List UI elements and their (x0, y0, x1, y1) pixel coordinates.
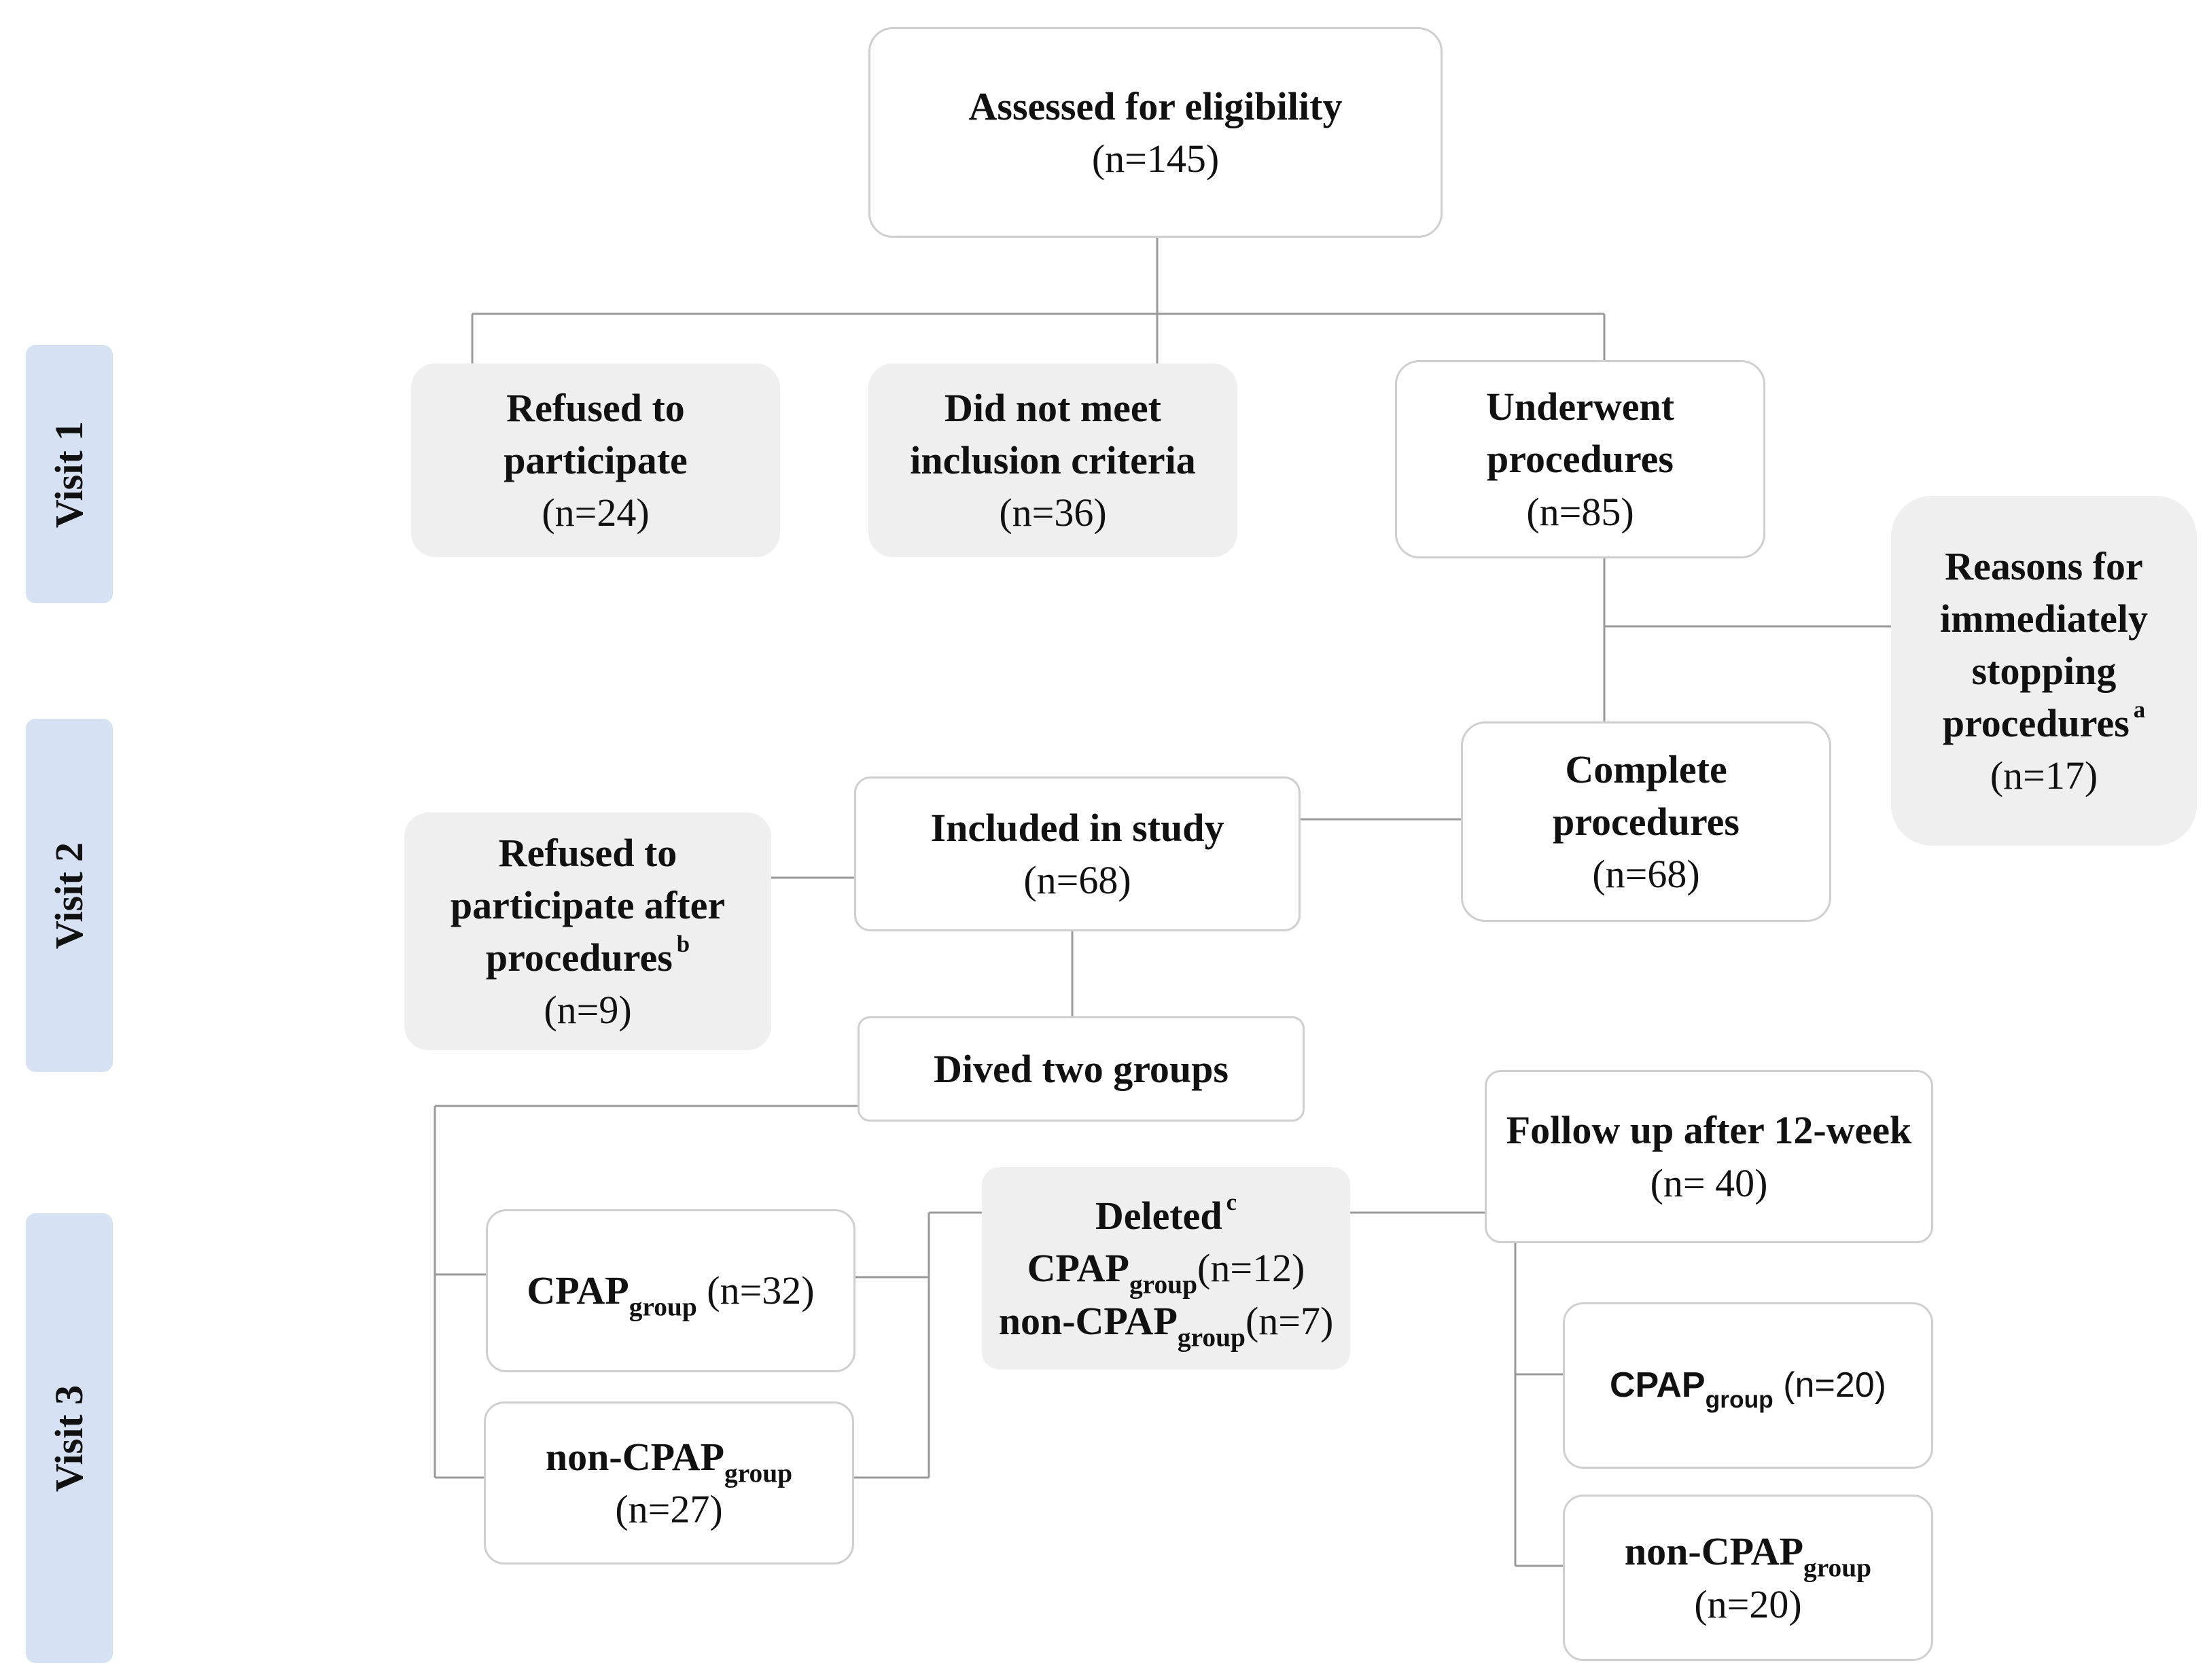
noncpap-group-box: non-CPAPgroup (n=27) (484, 1401, 854, 1565)
underwent-count: (n=85) (1526, 489, 1634, 534)
refused-title-2: participate (504, 437, 688, 482)
visit-1-label: Visit 1 (47, 421, 92, 528)
cpap-followup-label: CPAPgroup (n=20) (1610, 1365, 1886, 1413)
assessed-count: (n=145) (1091, 137, 1220, 181)
reasons-box: Reasons for immediately stopping procedu… (1891, 496, 2197, 846)
footnote-b: b (676, 931, 690, 958)
visit-3-label: Visit 3 (47, 1384, 92, 1492)
not-meet-title-2: inclusion criteria (910, 437, 1196, 482)
underwent-box: Underwent procedures (n=85) (1395, 360, 1765, 558)
deleted-noncpap-line: non-CPAPgroup(n=7) (998, 1298, 1334, 1353)
included-box: Included in study (n=68) (854, 776, 1301, 931)
cpap-followup-box: CPAPgroup (n=20) (1563, 1302, 1933, 1469)
complete-box: Complete procedures (n=68) (1461, 721, 1831, 922)
complete-title-2: procedures (1553, 799, 1740, 844)
deleted-cpap-line: CPAPgroup(n=12) (1027, 1246, 1305, 1300)
reasons-count: (n=17) (1990, 753, 2098, 798)
assessed-box: Assessed for eligibility (n=145) (868, 27, 1443, 238)
refused-after-count: (n=9) (544, 988, 632, 1033)
underwent-title-2: procedures (1487, 437, 1674, 482)
footnote-a: a (2133, 696, 2146, 723)
reasons-title-3: stopping (1971, 648, 2117, 693)
visit-2-band: Visit 2 (26, 719, 113, 1072)
complete-count: (n=68) (1592, 852, 1700, 897)
refused-box: Refused to participate (n=24) (411, 363, 780, 557)
divided-box: Dived two groups (858, 1016, 1305, 1122)
divided-title: Dived two groups (934, 1046, 1229, 1091)
cpap-group-box: CPAPgroup (n=32) (486, 1209, 855, 1372)
refused-count: (n=24) (542, 490, 650, 535)
refused-title-1: Refused to (506, 385, 685, 430)
visit-3-band: Visit 3 (26, 1213, 113, 1663)
noncpap-followup-label: non-CPAPgroup (1624, 1529, 1872, 1584)
noncpap-group-label: non-CPAPgroup (545, 1434, 793, 1488)
not-meet-count: (n=36) (999, 490, 1107, 535)
visit-2-label: Visit 2 (47, 842, 92, 949)
included-count: (n=68) (1023, 858, 1131, 902)
reasons-title-1: Reasons for (1945, 543, 2143, 588)
visit-1-band: Visit 1 (26, 345, 113, 603)
complete-title-1: Complete (1565, 747, 1727, 791)
not-meet-box: Did not meet inclusion criteria (n=36) (868, 363, 1237, 557)
followup-count: (n= 40) (1650, 1160, 1768, 1205)
followup-box: Follow up after 12-week (n= 40) (1485, 1070, 1933, 1243)
included-title: Included in study (930, 805, 1224, 850)
noncpap-followup-box: non-CPAPgroup (n=20) (1563, 1495, 1933, 1661)
footnote-c: c (1226, 1189, 1237, 1216)
cpap-group-label: CPAPgroup (n=32) (527, 1268, 815, 1323)
followup-title: Follow up after 12-week (1506, 1108, 1912, 1153)
refused-after-title-2: participate after (450, 882, 726, 927)
noncpap-followup-count: (n=20) (1694, 1581, 1802, 1626)
assessed-title: Assessed for eligibility (968, 84, 1343, 128)
underwent-title-1: Underwent (1485, 385, 1675, 429)
refused-after-title-1: Refused to (498, 830, 677, 875)
reasons-title-2: immediately (1939, 596, 2149, 641)
noncpap-group-count: (n=27) (615, 1487, 723, 1531)
not-meet-title-1: Did not meet (944, 385, 1161, 430)
